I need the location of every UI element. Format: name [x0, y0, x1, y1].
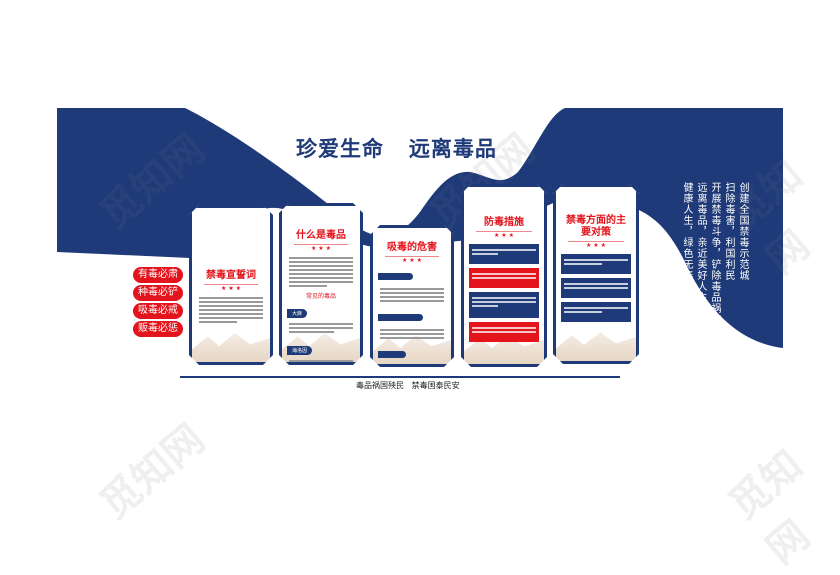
stars-divider: ★ ★ ★ — [204, 284, 259, 293]
section-tag: 大麻 — [287, 309, 307, 318]
info-box — [469, 244, 539, 264]
mountain-decoration — [556, 329, 636, 361]
info-box — [561, 254, 631, 274]
panel-oath: 禁毒宣誓词 ★ ★ ★ — [189, 205, 273, 365]
vertical-slogan: 健康人生，绿色无毒 — [681, 182, 692, 281]
slogan-pill: 种毒必铲 — [133, 285, 183, 301]
section-tag — [378, 351, 406, 358]
panel-countermeasures: 禁毒方面的主要对策 ★ ★ ★ — [553, 184, 639, 364]
panel-what-is-drug: 什么是毒品 ★ ★ ★ 常见的毒品 大麻 海洛因 — [279, 203, 363, 365]
page-title: 珍爱生命 远离毒品 — [296, 137, 497, 161]
body-text — [199, 297, 263, 323]
vertical-slogan: 扫除毒害，利国利民 — [723, 182, 734, 281]
mountain-decoration — [192, 330, 270, 362]
section-tag — [378, 314, 423, 321]
panel-subtitle: 常见的毒品 — [305, 293, 336, 300]
panel-title: 防毒措施 — [484, 217, 524, 228]
panel-title: 吸毒的危害 — [387, 242, 437, 253]
stars-divider: ★ ★ ★ — [294, 244, 349, 253]
slogan-pill: 有毒必肃 — [133, 267, 183, 283]
body-text — [380, 288, 444, 302]
vertical-slogan: 开展禁毒斗争，铲除毒品祸害 — [709, 182, 720, 325]
body-text — [380, 366, 444, 367]
panel-title: 禁毒宣誓词 — [206, 270, 256, 281]
stars-divider: ★ ★ ★ — [385, 256, 440, 265]
info-box — [469, 292, 539, 318]
vertical-slogan: 创建全国禁毒示范城 — [737, 182, 748, 281]
base-line — [180, 376, 620, 378]
section-tag — [378, 273, 413, 280]
body-text — [289, 360, 353, 365]
panel-title: 禁毒方面的主要对策 — [566, 215, 626, 238]
vertical-slogan: 远离毒品，亲近美好人生 — [695, 182, 706, 303]
info-box — [561, 302, 631, 322]
panel-harms: 吸毒的危害 ★ ★ ★ — [370, 225, 454, 367]
body-text — [380, 329, 444, 339]
info-box — [561, 278, 631, 298]
stars-divider: ★ ★ ★ — [476, 231, 532, 240]
slogan-pill: 吸毒必戒 — [133, 303, 183, 319]
body-text — [289, 323, 353, 333]
section-tag: 海洛因 — [287, 346, 312, 355]
body-text — [289, 257, 353, 287]
bottom-motto: 毒品祸国殃民 禁毒国泰民安 — [356, 381, 460, 390]
panel-title: 什么是毒品 — [296, 230, 346, 241]
info-box — [469, 322, 539, 342]
stars-divider: ★ ★ ★ — [568, 241, 624, 250]
info-box — [469, 268, 539, 288]
panel-prevention: 防毒措施 ★ ★ ★ — [461, 184, 547, 367]
slogan-pill: 贩毒必惩 — [133, 321, 183, 337]
